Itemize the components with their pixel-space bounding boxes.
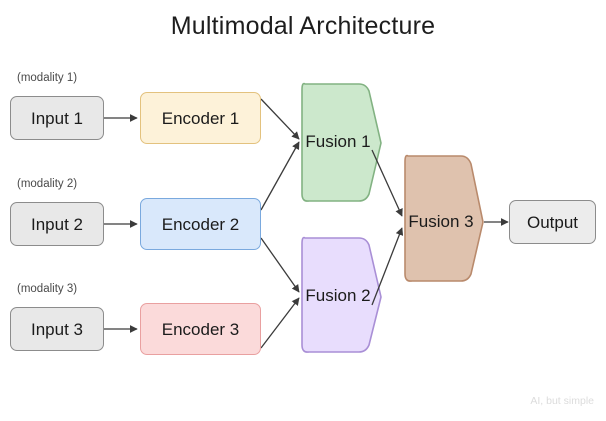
node-encoder-1[interactable]: Encoder 1 (140, 92, 261, 144)
edge-encoder2-fusion1 (260, 141, 300, 211)
edge-encoder3-fusion2 (260, 297, 300, 349)
modality-label-3: (modality 3) (17, 283, 78, 295)
modality-label-2: (modality 2) (17, 178, 78, 190)
page-title: Multimodal Architecture (170, 12, 436, 40)
node-input-1[interactable]: Input 1 (10, 96, 104, 140)
fusion-3-shape[interactable] (404, 154, 484, 282)
fusion-2-shape[interactable] (301, 236, 382, 353)
edge-encoder1-fusion1 (260, 98, 300, 140)
edge-fusion2-fusion3 (371, 227, 404, 306)
fusion-1-shape[interactable] (301, 82, 382, 202)
watermark: AI, but simple (530, 395, 594, 407)
edge-fusion1-fusion3 (371, 149, 403, 217)
node-encoder-3[interactable]: Encoder 3 (140, 303, 261, 355)
node-output[interactable]: Output (509, 200, 596, 244)
edge-encoder2-fusion2 (260, 237, 300, 293)
node-fusion-1-label: Fusion 1 (305, 132, 371, 151)
node-input-2[interactable]: Input 2 (10, 202, 104, 246)
node-fusion-3-label: Fusion 3 (408, 212, 474, 231)
modality-label-1: (modality 1) (17, 72, 78, 84)
node-fusion-2-label: Fusion 2 (305, 286, 371, 305)
node-input-3[interactable]: Input 3 (10, 307, 104, 351)
node-encoder-2[interactable]: Encoder 2 (140, 198, 261, 250)
